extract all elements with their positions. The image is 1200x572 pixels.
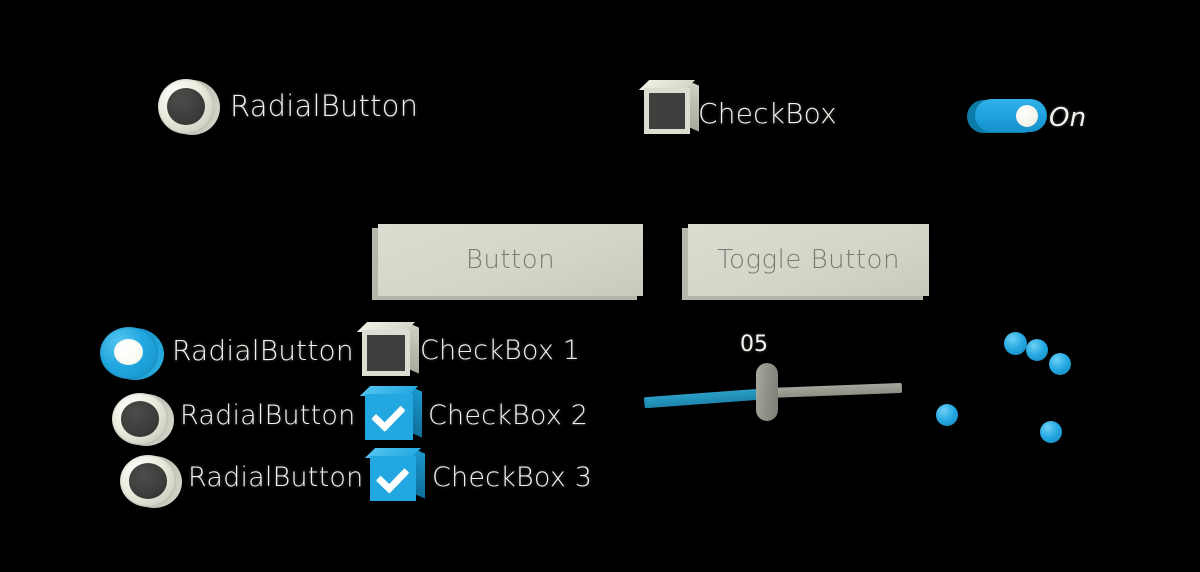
radial-inner-dot xyxy=(120,401,160,437)
checkmark-icon xyxy=(375,459,410,494)
checkbox-face xyxy=(362,330,410,376)
spinner-dot xyxy=(936,404,958,426)
checkbox-1[interactable] xyxy=(356,322,419,376)
checkbox-face xyxy=(644,88,690,134)
checkbox-face xyxy=(365,394,413,440)
checkbox-top-label: CheckBox xyxy=(698,97,837,130)
button-cap: Button xyxy=(378,224,643,296)
checkbox-2[interactable] xyxy=(359,386,422,440)
radial-face xyxy=(158,79,214,134)
radial-inner-dot xyxy=(113,339,143,366)
slider-value-label: 05 xyxy=(740,332,768,357)
button[interactable]: Button xyxy=(372,224,643,300)
checkbox-3-label: CheckBox 3 xyxy=(432,462,593,493)
radial-face xyxy=(120,455,176,507)
slider-fill xyxy=(643,388,771,409)
radial-button-3[interactable] xyxy=(120,455,182,508)
checkbox-fill xyxy=(370,397,408,435)
loading-spheres-icon xyxy=(930,320,1080,450)
toggle-button-label: Toggle Button xyxy=(717,245,900,275)
radial-button-2-label: RadialButton 2 xyxy=(180,400,382,431)
toggle-button[interactable]: Toggle Button xyxy=(682,224,929,300)
slider[interactable]: 05 xyxy=(643,332,904,421)
toggle-button-cap: Toggle Button xyxy=(688,224,929,296)
checkbox-fill xyxy=(375,459,411,496)
radial-button-top-label: RadialButton xyxy=(230,89,419,123)
radial-button-3-label: RadialButton 3 xyxy=(188,462,390,493)
spinner-dot xyxy=(1040,421,1062,443)
radial-button-1-label: RadialButton 1 xyxy=(172,334,381,367)
spinner-dot xyxy=(1004,332,1027,355)
checkbox-face xyxy=(370,456,416,501)
radial-face xyxy=(100,327,158,379)
radial-inner-dot xyxy=(128,463,168,499)
checkbox-1-label: CheckBox 1 xyxy=(420,335,581,366)
checkbox-3[interactable] xyxy=(364,448,425,501)
checkbox-2-label: CheckBox 2 xyxy=(428,400,589,431)
checkbox-fill xyxy=(649,93,685,129)
slider-track xyxy=(769,382,903,398)
radial-button-top[interactable] xyxy=(158,79,220,135)
radial-button-2[interactable] xyxy=(112,393,174,446)
radial-button-1[interactable] xyxy=(100,327,164,380)
switch-knob[interactable] xyxy=(1016,104,1038,127)
toggle-switch-label: On xyxy=(1049,103,1087,133)
checkbox-fill xyxy=(367,335,405,371)
spinner-dot xyxy=(1026,339,1048,361)
checkbox-top[interactable] xyxy=(638,80,699,134)
switch-track xyxy=(975,99,1047,132)
button-label: Button xyxy=(465,245,556,275)
radial-face xyxy=(112,393,168,445)
slider-handle[interactable] xyxy=(756,363,778,421)
checkmark-icon xyxy=(371,397,406,433)
toggle-switch[interactable] xyxy=(967,99,1047,133)
radial-inner-dot xyxy=(166,87,206,126)
spinner-dot xyxy=(1049,353,1071,375)
